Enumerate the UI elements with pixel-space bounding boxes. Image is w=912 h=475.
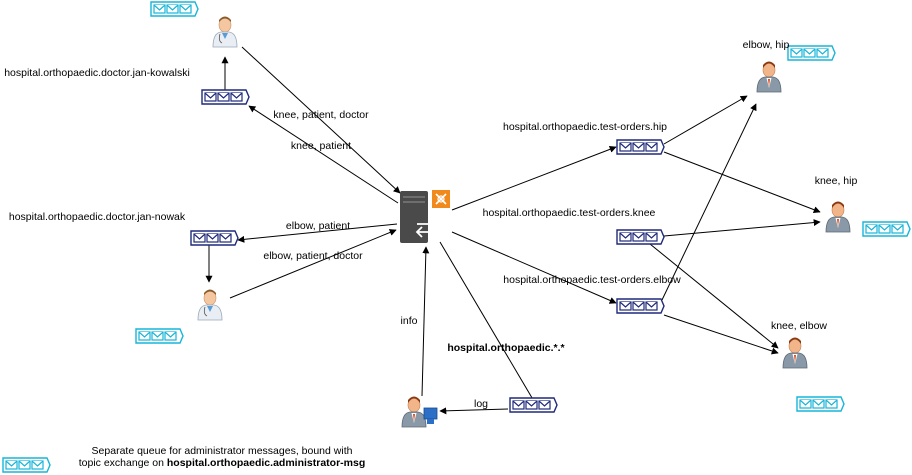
queue-test-orders-elbow: [616, 298, 665, 314]
edge-elbow-queue-to-tech-knee-elbow: [663, 314, 779, 355]
label-queue-doctor-nowak: hospital.orthopaedic.doctor.jan-nowak: [9, 211, 186, 223]
topic-exchange: [400, 190, 450, 243]
edge-hip-queue-to-tech-elbow-hip: [663, 95, 748, 145]
edge-exchange-to-hip-queue: [451, 145, 617, 211]
technician-knee-elbow-icon: [782, 337, 808, 369]
edges: [205, 46, 821, 415]
admin-msg-queue-elbow-hip: [787, 45, 836, 61]
label-queue-test-orders-elbow: hospital.orthopaedic.test-orders.elbow: [503, 274, 681, 286]
label-edge-kowalski-out: knee, patient: [291, 140, 351, 152]
edge-hip-queue-to-tech-knee-hip: [663, 151, 821, 214]
doctor-nowak-icon: [197, 289, 223, 321]
note-line-1: Separate queue for administrator message…: [91, 445, 353, 457]
label-edge-info: info: [401, 315, 418, 327]
label-technician-elbow-hip: elbow, hip: [743, 39, 790, 51]
label-technician-knee-hip: knee, hip: [815, 175, 858, 187]
edge-admin-to-exchange: [421, 246, 430, 397]
admin-msg-queue-legend: [2, 457, 51, 473]
edge-exchange-to-elbow-queue: [451, 231, 617, 304]
queue-doctor-nowak: [190, 230, 239, 246]
note-line-2-prefix: topic exchange on: [78, 457, 167, 469]
technician-knee-hip-icon: [825, 201, 851, 233]
edge-admin-queue-to-admin: [439, 407, 509, 415]
admin-msg-queue-nowak: [135, 328, 184, 344]
admin-msg-queue-knee-hip: [862, 221, 911, 237]
edge-exchange-to-nowak-queue: [237, 223, 398, 243]
queue-doctor-kowalski: [201, 89, 250, 105]
queue-test-orders-knee: [616, 229, 665, 245]
edge-knee-queue-to-tech-knee-elbow: [649, 243, 779, 349]
label-queue-doctor-kowalski: hospital.orthopaedic.doctor.jan-kowalski: [4, 67, 190, 79]
label-queue-test-orders-knee: hospital.orthopaedic.test-orders.knee: [483, 207, 656, 219]
edge-kowalski-to-exchange: [241, 46, 401, 194]
queue-test-orders-hip: [616, 139, 665, 155]
exchange-arrows-icon: [415, 218, 448, 238]
edge-exchange-to-admin-queue: [439, 241, 539, 409]
doctor-kowalski-icon: [212, 16, 238, 48]
admin-msg-queue-knee-elbow: [796, 396, 845, 412]
edge-knee-queue-to-tech-knee-hip: [663, 219, 821, 237]
label-edge-nowak-out: elbow, patient: [286, 220, 350, 232]
admin-msg-queue-kowalski: [150, 1, 199, 17]
administrator-icon: [401, 396, 438, 428]
note-exchange-key: hospital.orthopaedic.administrator-msg: [166, 457, 366, 469]
label-queue-test-orders-hip: hospital.orthopaedic.test-orders.hip: [503, 121, 667, 133]
label-edge-kowalski-in: knee, patient, doctor: [273, 109, 369, 121]
note-line-2: topic exchange on hospital.orthopaedic.a…: [62, 457, 382, 469]
edge-nowak-to-exchange: [229, 229, 397, 299]
exchange-server-icon: [400, 191, 428, 243]
label-edge-admin-binding: hospital.orthopaedic.*.*: [447, 342, 565, 354]
label-edge-log: log: [474, 398, 488, 410]
queue-administrator-log: [509, 397, 558, 413]
edge-elbow-queue-to-tech-elbow-hip: [661, 103, 757, 301]
edge-exchange-to-kowalski-queue: [248, 105, 399, 204]
label-edge-nowak-in: elbow, patient, doctor: [263, 250, 363, 262]
label-technician-knee-elbow: knee, elbow: [771, 320, 827, 332]
admin-queue-note: Separate queue for administrator message…: [62, 445, 382, 469]
technician-elbow-hip-icon: [756, 61, 782, 93]
